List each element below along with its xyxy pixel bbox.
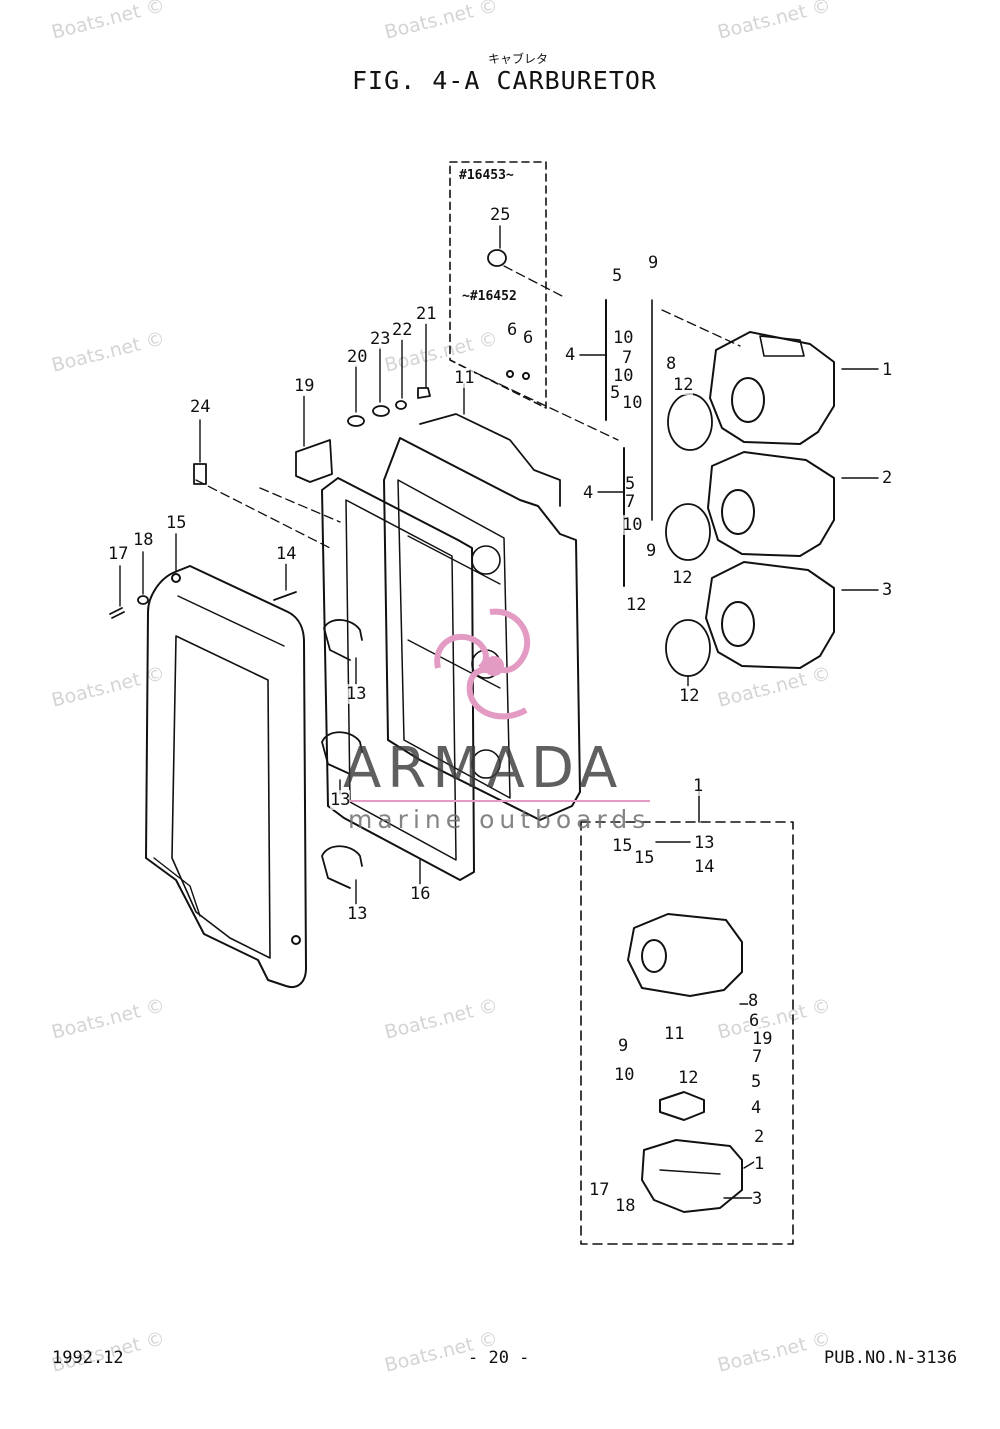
callout-c12c: 12 xyxy=(626,595,647,615)
callout-c1a: 1 xyxy=(882,360,893,380)
callout-c20: 20 xyxy=(347,347,368,367)
callout-d10: 10 xyxy=(614,1065,635,1085)
callout-d17: 17 xyxy=(589,1180,610,1200)
callout-c4b: 4 xyxy=(583,483,594,503)
carburetor-bottom xyxy=(705,561,835,669)
callout-d11: 11 xyxy=(664,1024,685,1044)
callout-c14: 14 xyxy=(276,544,297,564)
screw xyxy=(109,607,125,619)
callout-c6b: 6 xyxy=(523,328,534,348)
callout-d9: 9 xyxy=(618,1036,629,1056)
callout-c11: 11 xyxy=(454,368,475,388)
callout-c10c: 10 xyxy=(622,393,643,413)
callout-d7: 7 xyxy=(752,1047,763,1067)
callout-c12b: 12 xyxy=(672,568,693,588)
callout-c10b: 10 xyxy=(613,366,634,386)
page-title: FIG. 4-A CARBURETOR xyxy=(352,66,657,95)
callout-d19: 19 xyxy=(752,1029,773,1049)
callout-d1: 1 xyxy=(754,1154,765,1174)
callout-c21: 21 xyxy=(416,304,437,324)
callout-d3: 3 xyxy=(752,1189,763,1209)
spring-washer xyxy=(395,400,407,410)
washer xyxy=(372,405,390,417)
grommet xyxy=(487,249,507,267)
callout-d5: 5 xyxy=(751,1072,762,1092)
callout-c5c: 5 xyxy=(625,474,636,494)
washer xyxy=(347,415,365,427)
callout-c13c: 13 xyxy=(347,904,368,924)
callout-c12d: 12 xyxy=(679,686,700,706)
callout-c2a: 2 xyxy=(882,468,893,488)
bolt-head xyxy=(522,372,530,380)
silencer-cover xyxy=(145,565,307,988)
callout-d12: 12 xyxy=(678,1068,699,1088)
carb-gasket xyxy=(665,503,711,561)
callout-c1b: 1 xyxy=(693,776,704,796)
callout-c7a: 7 xyxy=(622,348,633,368)
callout-d2: 2 xyxy=(754,1127,765,1147)
clamp xyxy=(323,619,363,661)
callout-c8a: 8 xyxy=(666,354,677,374)
carburetor-detail xyxy=(627,913,743,1213)
footer-date: 1992.12 xyxy=(52,1348,124,1368)
carburetor-detail-box xyxy=(580,821,794,1245)
serial-variant-box xyxy=(449,161,547,409)
logo-underline xyxy=(350,800,650,802)
nut xyxy=(417,387,431,399)
logo-wordmark: ARMADA xyxy=(343,736,624,801)
callout-c16: 16 xyxy=(410,884,431,904)
callout-d14: 14 xyxy=(694,857,715,877)
callout-d13: 13 xyxy=(694,833,715,853)
callout-c13b: 13 xyxy=(330,790,351,810)
callout-c15: 15 xyxy=(166,513,187,533)
callout-c9a: 9 xyxy=(648,253,659,273)
callout-c22: 22 xyxy=(392,320,413,340)
callout-d15a: 15 xyxy=(612,836,633,856)
callout-c7b: 7 xyxy=(625,492,636,512)
callout-c25: 25 xyxy=(490,205,511,225)
clamp xyxy=(321,731,363,775)
bolt-head xyxy=(506,370,514,378)
callout-d4: 4 xyxy=(751,1098,762,1118)
carburetor-top xyxy=(709,331,835,445)
bracket xyxy=(295,439,333,483)
callout-c10d: 10 xyxy=(622,515,643,535)
callout-c5a: 5 xyxy=(612,266,623,286)
callout-c10a: 10 xyxy=(613,328,634,348)
serial-from-label: #16453~ xyxy=(459,168,514,183)
callout-c24: 24 xyxy=(190,397,211,417)
callout-d6: 6 xyxy=(749,1011,760,1031)
page-number: - 20 - xyxy=(468,1348,530,1368)
callout-c17: 17 xyxy=(108,544,129,564)
callout-c19: 19 xyxy=(294,376,315,396)
callout-c6a: 6 xyxy=(507,320,518,340)
title-kana: キャブレタ xyxy=(488,52,549,66)
callout-c18: 18 xyxy=(133,530,154,550)
screw xyxy=(273,591,297,601)
washer xyxy=(137,595,149,605)
logo-mark xyxy=(434,608,531,720)
publication-number: PUB.NO.N-3136 xyxy=(824,1348,958,1368)
logo-subtitle: marine outboards xyxy=(348,805,651,834)
clamp xyxy=(321,845,363,889)
serial-to-label: ~#16452 xyxy=(462,289,517,304)
callout-c3a: 3 xyxy=(882,580,893,600)
callout-c23: 23 xyxy=(370,329,391,349)
callout-c5b: 5 xyxy=(610,383,621,403)
callout-d18: 18 xyxy=(615,1196,636,1216)
tag-plate xyxy=(193,463,207,485)
callout-c9b: 9 xyxy=(646,541,657,561)
carburetor-middle xyxy=(707,451,835,557)
callout-c13a: 13 xyxy=(346,684,367,704)
callout-d8: 8 xyxy=(748,991,759,1011)
callout-c4a: 4 xyxy=(565,345,576,365)
callout-d15b: 15 xyxy=(634,848,655,868)
callout-c12a: 12 xyxy=(673,375,694,395)
